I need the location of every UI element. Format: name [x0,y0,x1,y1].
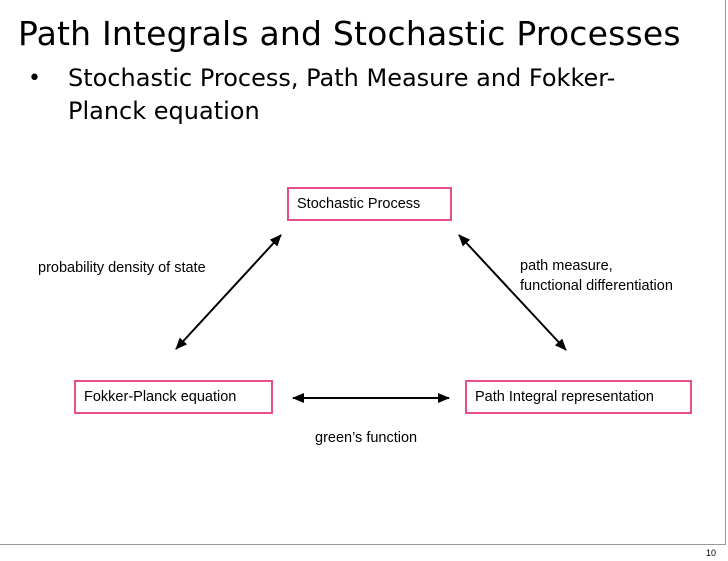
label-greens-function: green’s function [315,430,418,446]
page-number: 10 [705,548,716,558]
bullet-dot-icon: • [28,66,41,91]
node-path-integral-representation: Path Integral representation [465,380,692,414]
slide-frame [0,0,726,545]
node-stochastic-process: Stochastic Process [287,187,452,221]
label-path-measure: path measure, [520,258,613,274]
slide-title: Path Integrals and Stochastic Processes [18,14,681,53]
bullet-item: • Stochastic Process, Path Measure and F… [28,62,668,128]
node-fokker-planck-equation: Fokker-Planck equation [74,380,273,414]
bullet-text: Stochastic Process, Path Measure and Fok… [68,64,616,125]
label-functional-differentiation: functional differentiation [520,278,673,294]
label-probability-density: probability density of state [38,260,206,276]
